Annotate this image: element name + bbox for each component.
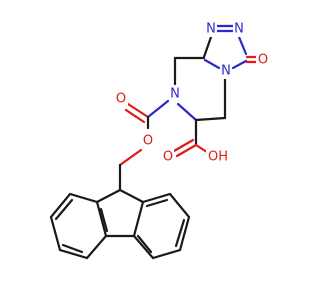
structure-drawing: N N N N O O O O OH [49, 21, 269, 260]
bond-c6-c5 [194, 116, 227, 122]
carboxylic-acid-group [172, 118, 212, 158]
bond-ccarb-o-double-b [124, 108, 146, 124]
bond-cacid-o-double-a [175, 143, 198, 158]
piperazine-ring [173, 56, 227, 122]
bond-n7-c6 [176, 102, 198, 122]
left-ring-double-2 [61, 243, 84, 254]
right-ring-double-1 [145, 198, 169, 208]
atom-n-triazole-2: N [234, 22, 244, 37]
atom-o-triazolone: O [258, 53, 268, 68]
fluorene-system [49, 188, 191, 260]
bond-cacid-o-double-b [172, 138, 195, 153]
left-ring-double-3 [54, 198, 74, 221]
right-benzene-ring [132, 192, 191, 260]
bond-ccarb-o-double-a [126, 102, 150, 119]
bond-c9-c8a [118, 188, 145, 204]
bond-n4-c8a [203, 58, 221, 70]
atom-n-triazole-1: N [206, 22, 216, 37]
right-ring-double-2 [174, 218, 186, 248]
atom-o-carbamate-ester: O [143, 134, 153, 149]
atom-oh-acid: OH [208, 150, 228, 165]
bond-n7-ccarb [146, 99, 170, 119]
bond-c3-n4 [231, 59, 248, 70]
atom-n-bridge: N [221, 64, 231, 79]
right-ring-double-3 [136, 234, 153, 254]
atom-n-piperazine: N [170, 87, 180, 102]
atom-labels: N N N N O O O O OH [115, 21, 269, 165]
bond-oester-ch2 [118, 148, 143, 167]
bond-c9-c9a [95, 188, 122, 204]
atom-o-acid-carbonyl: O [163, 150, 173, 165]
bond-c8a-n1 [202, 35, 213, 59]
carbamate-group [118, 99, 170, 192]
left-benzene-ring [49, 192, 108, 260]
molecule-canvas: N N N N O O O O OH [49, 21, 269, 260]
bond-n2-c3 [237, 35, 248, 56]
atom-o-carbamate-carbonyl: O [116, 92, 126, 107]
triazolone-ring [202, 24, 264, 70]
left-ring-double-1 [99, 207, 109, 233]
